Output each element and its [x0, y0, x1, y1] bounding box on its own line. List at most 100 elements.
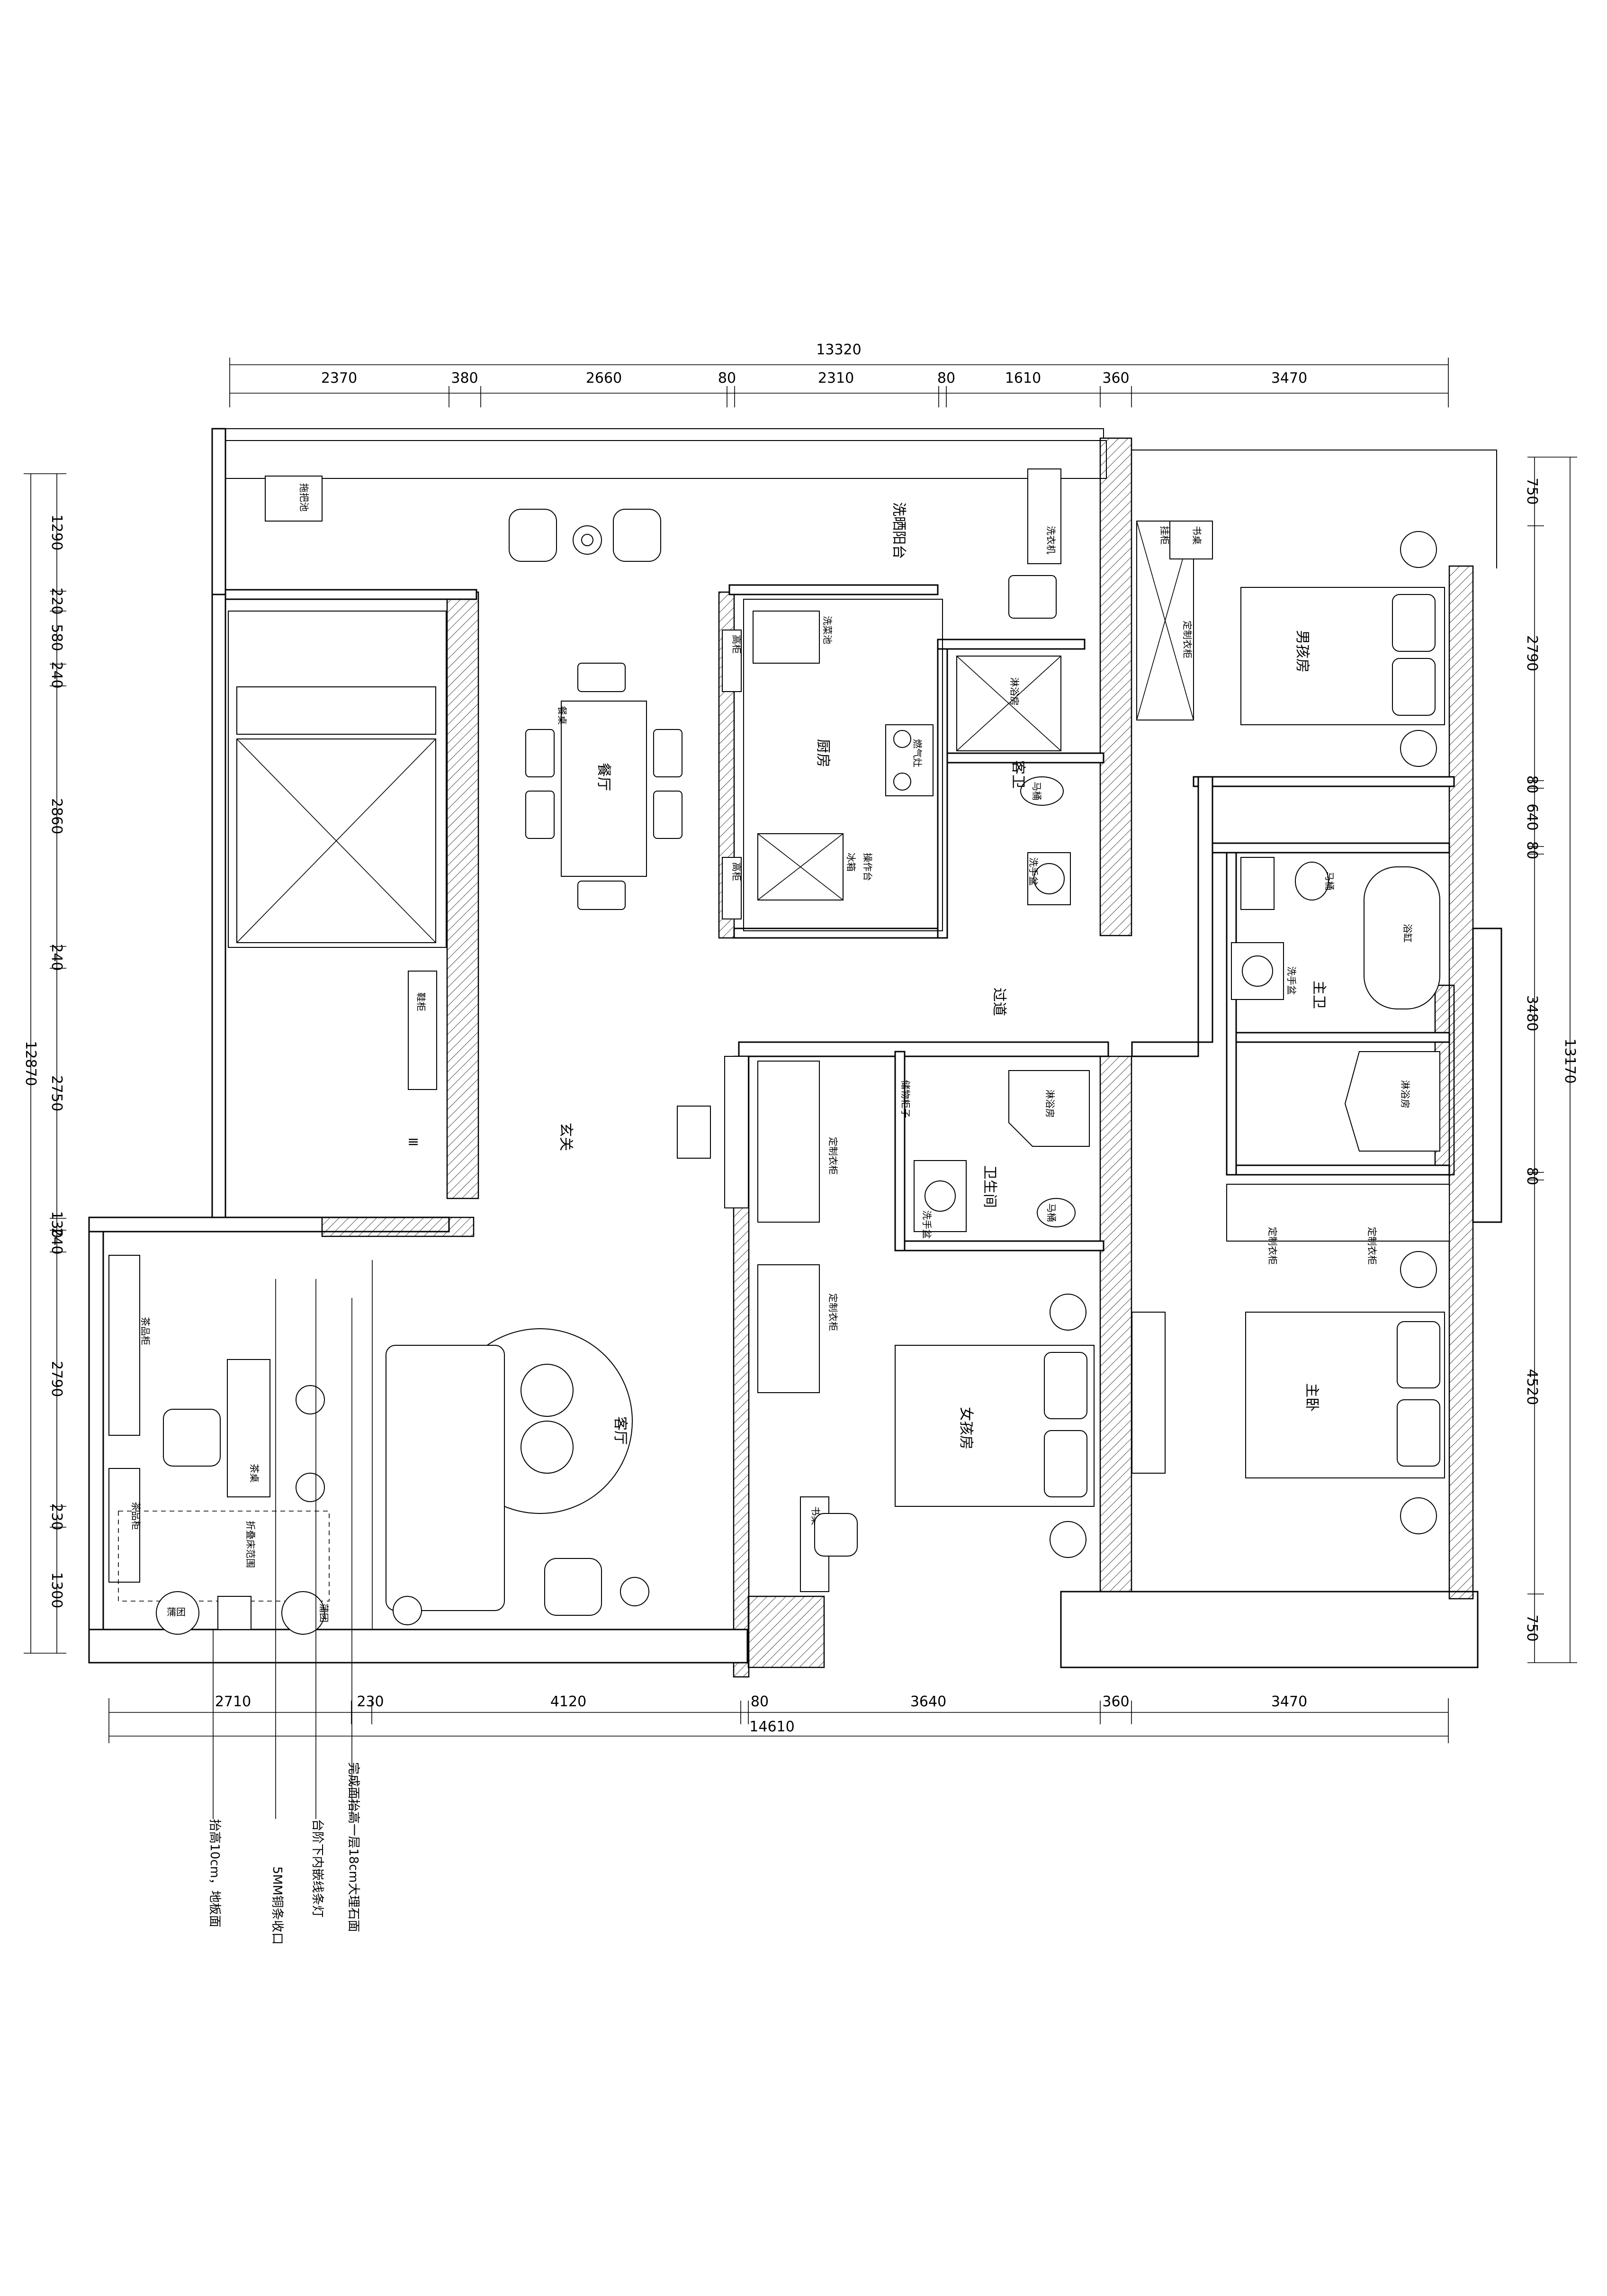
living-room: 客厅 [386, 1328, 649, 1625]
pillow-icon [1397, 1321, 1440, 1388]
note-raise: 抬高10cm，地板面 [207, 1819, 222, 1927]
dim-left-5: 2860 [48, 798, 65, 834]
label-stove: 燃气灶 [912, 739, 923, 767]
room-kitchen: 厨房 [815, 739, 831, 767]
label-folding-bed: 折叠床范围 [245, 1521, 256, 1568]
dim-bottom-total: 14610 [749, 1719, 794, 1735]
label-toilet: 马桶 [1031, 782, 1042, 801]
label-tea-cabinet-1: 茶品柜 [140, 1317, 151, 1345]
dim-bottom-1: 2710 [215, 1693, 251, 1710]
label-wardrobe-girl-2: 定制衣柜 [827, 1293, 839, 1331]
pillow-icon [1392, 594, 1436, 652]
label-wardrobe-girl-1: 定制衣柜 [827, 1137, 839, 1175]
note-marble-step: 完成面抬高一层18cm大理石面 [346, 1762, 360, 1932]
basin-icon [925, 1180, 956, 1212]
room-boy: 男孩房 [1294, 630, 1311, 673]
dimension-bottom: 2710 230 4120 80 3640 360 3470 14610 [108, 1693, 1449, 1743]
note-light-strip: 台阶下内嵌线条灯 [310, 1819, 324, 1918]
dim-right-4: 640 [1524, 803, 1540, 830]
pillow-icon [1044, 1430, 1087, 1497]
nightstand-icon [1400, 1251, 1437, 1288]
label-shower-2: 淋浴房 [1044, 1089, 1056, 1118]
basin-icon [1033, 863, 1065, 894]
elevator-block: 鞋柜 ≡ [228, 611, 447, 1150]
dim-top-total: 13320 [816, 342, 861, 358]
master-bath: 马桶 浴缸 洗手盆 淋浴房 主卫 [1231, 857, 1440, 1152]
label-tall-cabinet: 高柜 [731, 635, 742, 654]
chair-icon [509, 509, 557, 562]
tv-cabinet [1131, 1312, 1166, 1474]
label-toilet-2: 马桶 [1324, 872, 1335, 891]
guest-bath: 淋浴房 马桶 洗手盆 客卫 [956, 656, 1071, 905]
dim-right-7: 80 [1524, 1167, 1540, 1185]
cushion-icon [281, 1591, 325, 1635]
dining-chair-icon [577, 881, 626, 910]
dim-left-10: 2790 [48, 1361, 65, 1397]
dim-right-2: 2790 [1524, 635, 1540, 671]
boy-room: 定制衣柜 书桌 挂柜 男孩房 [1136, 521, 1445, 767]
toilet-icon [1037, 1198, 1076, 1227]
tea-room: 茶品柜 茶品柜 茶桌 折叠床范围 蒲团 蒲团 [108, 1255, 373, 1635]
room-guest-bath: 客卫 [1010, 760, 1026, 789]
label-fridge: 冰箱 [845, 853, 857, 872]
dim-top-5: 2310 [818, 370, 854, 387]
piano-icon [724, 1056, 749, 1208]
dim-left-3: 580 [48, 624, 65, 651]
dim-left-4: 240 [48, 661, 65, 688]
room-foyer: 玄关 [557, 1123, 574, 1151]
label-cushion-1: 蒲团 [167, 1606, 186, 1618]
toilet-icon [1295, 862, 1329, 900]
dining-area: 餐桌 餐厅 [525, 663, 682, 910]
dim-top-1: 2370 [321, 370, 357, 387]
pillow-icon [1392, 658, 1436, 716]
label-storage-cabinet: 储物柜子 [900, 1080, 911, 1118]
label-wardrobe-master-2: 定制衣柜 [1366, 1227, 1378, 1265]
chair-icon [814, 1513, 858, 1557]
cushion-icon [156, 1591, 199, 1635]
dim-left-9: 240 [48, 1227, 65, 1254]
label-sink: 洗菜池 [822, 616, 833, 644]
dim-left-12: 1300 [48, 1572, 65, 1608]
room-master-bath: 主卫 [1311, 981, 1327, 1009]
balcony-area: 拖把池 洗衣机 洗晒阳台 [225, 440, 1107, 619]
girl-room: 书桌 女孩房 [800, 1294, 1095, 1592]
label-basin: 洗手盆 [1028, 857, 1039, 886]
room-corridor: 过道 [991, 988, 1007, 1016]
dim-bottom-7: 3470 [1271, 1693, 1307, 1710]
label-bookcase: 挂柜 [1159, 526, 1170, 545]
master-wardrobe: 定制衣柜 定制衣柜 [1226, 1184, 1450, 1265]
dim-left-2: 220 [48, 587, 65, 614]
dim-right-1: 750 [1524, 477, 1540, 504]
label-shower: 淋浴房 [1009, 677, 1020, 706]
walls [88, 428, 1502, 1678]
label-tall-cabinet-2: 高柜 [731, 862, 742, 881]
dim-bottom-5: 3640 [910, 1693, 946, 1710]
room-dining: 餐厅 [595, 763, 612, 791]
label-basin-3: 洗手盆 [921, 1210, 933, 1239]
dimension-right: 750 2790 80 640 80 3480 80 4520 750 1317… [1524, 457, 1578, 1663]
dim-right-8: 4520 [1524, 1369, 1540, 1405]
label-shower-3: 淋浴房 [1400, 1080, 1411, 1108]
label-desk: 书桌 [1191, 526, 1203, 545]
chair-icon [613, 509, 661, 562]
dim-top-9: 3470 [1271, 370, 1307, 387]
side-table-icon [620, 1577, 649, 1606]
dim-right-9: 750 [1524, 1614, 1540, 1641]
dim-bottom-6: 360 [1102, 1693, 1129, 1710]
sofa [386, 1345, 505, 1611]
foyer: 玄关 [557, 1056, 749, 1208]
pillow-icon [1044, 1352, 1087, 1419]
dim-left-8: 130 [48, 1211, 65, 1238]
room-master-bedroom: 主卧 [1303, 1383, 1320, 1412]
note-copper-strip: 5MM铜条收口 [270, 1866, 284, 1945]
label-tea-table: 茶桌 [249, 1464, 260, 1483]
dim-right-3: 80 [1524, 775, 1540, 793]
label-wardrobe-boy: 定制衣柜 [1182, 621, 1193, 658]
dining-chair-icon [577, 663, 626, 692]
toilet-icon [1020, 776, 1064, 806]
dim-top-7: 1610 [1005, 370, 1041, 387]
annotations: 抬高10cm，地板面 5MM铜条收口 台阶下内嵌线条灯 完成面抬高一层18cm大… [207, 1630, 360, 1945]
bathroom: 淋浴房 洗手盆 马桶 卫生间 [914, 1070, 1090, 1239]
label-tea-cabinet-2: 茶品柜 [130, 1502, 142, 1530]
label-wash-machine: 洗衣机 [1045, 526, 1057, 554]
